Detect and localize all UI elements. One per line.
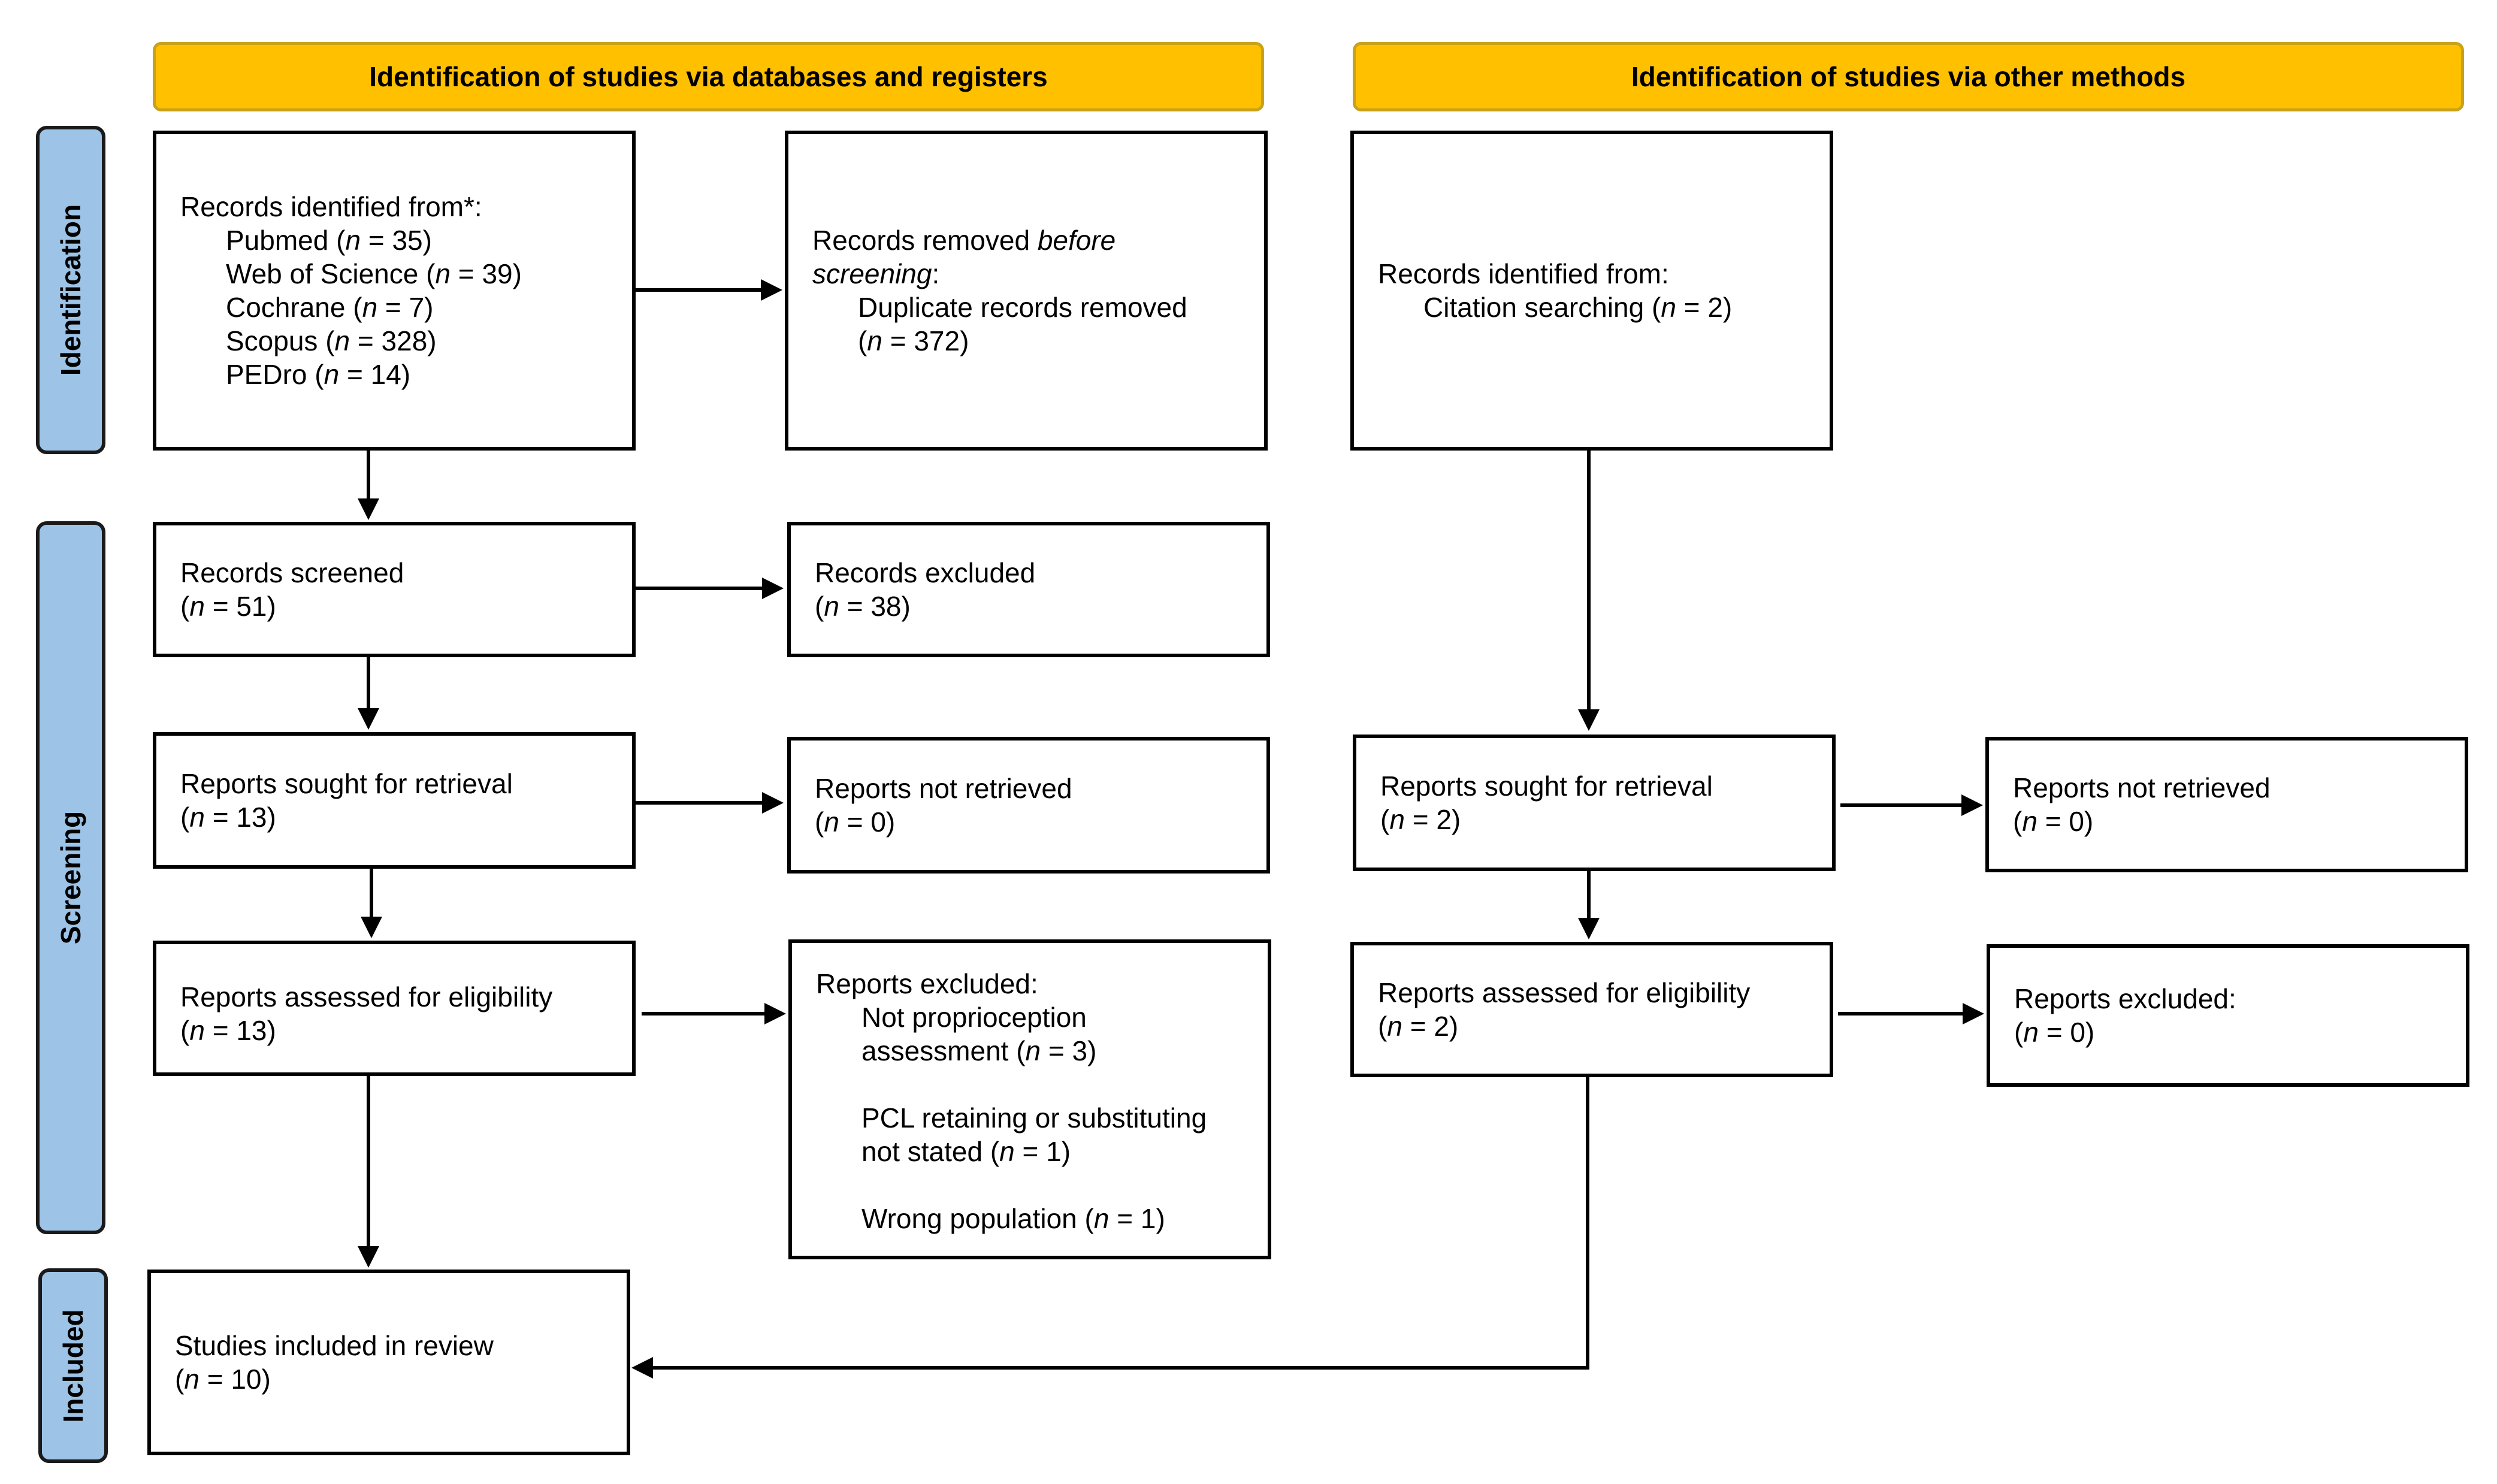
header-databases: Identification of studies via databases …	[153, 42, 1264, 111]
reason-wrong-population: Wrong population (n = 1)	[861, 1203, 1165, 1234]
reports-sought-box: Reports sought for retrieval (n = 13)	[153, 732, 636, 869]
reports-assessed-title: Reports assessed for eligibility	[180, 981, 553, 1012]
other-reports-excluded-count: (n = 0)	[2014, 1017, 2095, 1048]
source-cochrane: Cochrane (n = 7)	[226, 292, 434, 323]
records-identified-title: Records identified from*:	[180, 191, 482, 222]
records-screened-box: Records screened (n = 51)	[153, 522, 636, 657]
source-web-of-science: Web of Science (n = 39)	[226, 258, 522, 289]
other-reports-not-retrieved-box: Reports not retrieved (n = 0)	[1985, 737, 2468, 872]
records-excluded-count: (n = 38)	[815, 591, 911, 622]
source-pedro: PEDro (n = 14)	[226, 359, 411, 390]
studies-included-title: Studies included in review	[175, 1330, 494, 1361]
reason-not-proprioception: Not proprioception	[861, 1002, 1087, 1033]
source-pubmed: Pubmed (n = 35)	[226, 225, 432, 256]
reports-assessed-box: Reports assessed for eligibility (n = 13…	[153, 941, 636, 1076]
reason-pcl-status: PCL retaining or substituting	[861, 1102, 1207, 1134]
reports-excluded-title: Reports excluded:	[816, 968, 1038, 999]
other-reports-excluded-box: Reports excluded: (n = 0)	[1987, 944, 2469, 1087]
other-reports-assessed-box: Reports assessed for eligibility (n = 2)	[1350, 942, 1833, 1077]
reports-assessed-count: (n = 13)	[180, 1015, 276, 1046]
reports-sought-title: Reports sought for retrieval	[180, 768, 513, 799]
records-excluded-box: Records excluded (n = 38)	[787, 522, 1270, 657]
records-removed-duplicates: Duplicate records removed	[858, 292, 1187, 323]
records-excluded-title: Records excluded	[815, 557, 1036, 588]
source-citation-searching: Citation searching (n = 2)	[1423, 292, 1733, 323]
records-screened-title: Records screened	[180, 557, 404, 588]
other-reports-not-retrieved-title: Reports not retrieved	[2013, 772, 2271, 803]
records-removed-count: (n = 372)	[858, 325, 969, 356]
arrow-other-assessed-to-included	[631, 1077, 1589, 1379]
other-reports-sought-count: (n = 2)	[1380, 804, 1461, 835]
studies-included-box: Studies included in review (n = 10)	[147, 1270, 630, 1455]
studies-included-count: (n = 10)	[175, 1364, 271, 1395]
reason-pcl-status-count: not stated (n = 1)	[861, 1136, 1071, 1167]
reports-not-retrieved-title: Reports not retrieved	[815, 773, 1072, 804]
stage-included: Included	[38, 1268, 108, 1463]
records-removed-box: Records removed before screening: Duplic…	[785, 131, 1268, 451]
records-removed-title: Records removed before screening:	[812, 225, 1116, 289]
other-reports-excluded-title: Reports excluded:	[2014, 983, 2236, 1014]
other-reports-sought-title: Reports sought for retrieval	[1380, 770, 1713, 802]
other-reports-assessed-count: (n = 2)	[1378, 1011, 1459, 1042]
reports-sought-count: (n = 13)	[180, 802, 276, 833]
source-scopus: Scopus (n = 328)	[226, 325, 437, 356]
other-reports-not-retrieved-count: (n = 0)	[2013, 806, 2094, 837]
other-reports-sought-box: Reports sought for retrieval (n = 2)	[1353, 735, 1836, 871]
stage-screening: Screening	[36, 521, 105, 1234]
records-screened-count: (n = 51)	[180, 591, 276, 622]
other-records-identified-title: Records identified from:	[1378, 258, 1669, 289]
records-identified-box: Records identified from*: Pubmed (n = 35…	[153, 131, 636, 451]
reports-not-retrieved-box: Reports not retrieved (n = 0)	[787, 737, 1270, 874]
other-records-identified-box: Records identified from: Citation search…	[1350, 131, 1833, 451]
stage-identification: Identification	[36, 126, 105, 454]
reports-not-retrieved-count: (n = 0)	[815, 806, 896, 838]
reason-not-proprioception-count: assessment (n = 3)	[861, 1035, 1097, 1066]
other-reports-assessed-title: Reports assessed for eligibility	[1378, 977, 1751, 1008]
reports-excluded-box: Reports excluded: Not proprioception ass…	[788, 939, 1271, 1259]
header-other-methods: Identification of studies via other meth…	[1353, 42, 2464, 111]
